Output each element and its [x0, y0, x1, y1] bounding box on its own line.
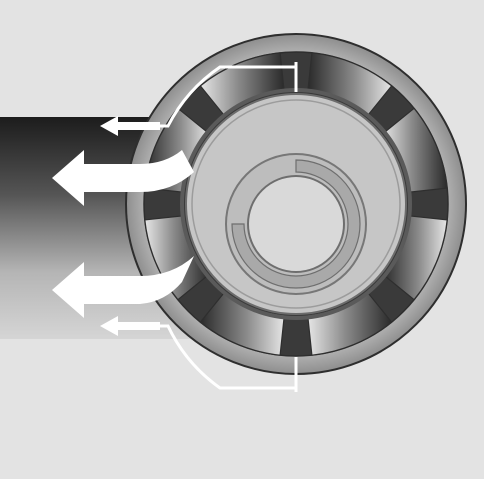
guide-line-bottom — [118, 324, 296, 390]
rotation-curl — [231, 159, 361, 289]
small-arrow-bottom — [100, 316, 160, 336]
small-arrow-top — [100, 116, 160, 136]
large-arrow-top — [52, 150, 194, 206]
large-arrow-bottom — [52, 256, 194, 318]
hub-center — [247, 175, 345, 273]
stator-inner-ring — [191, 99, 401, 309]
guide-line-top — [118, 65, 296, 128]
